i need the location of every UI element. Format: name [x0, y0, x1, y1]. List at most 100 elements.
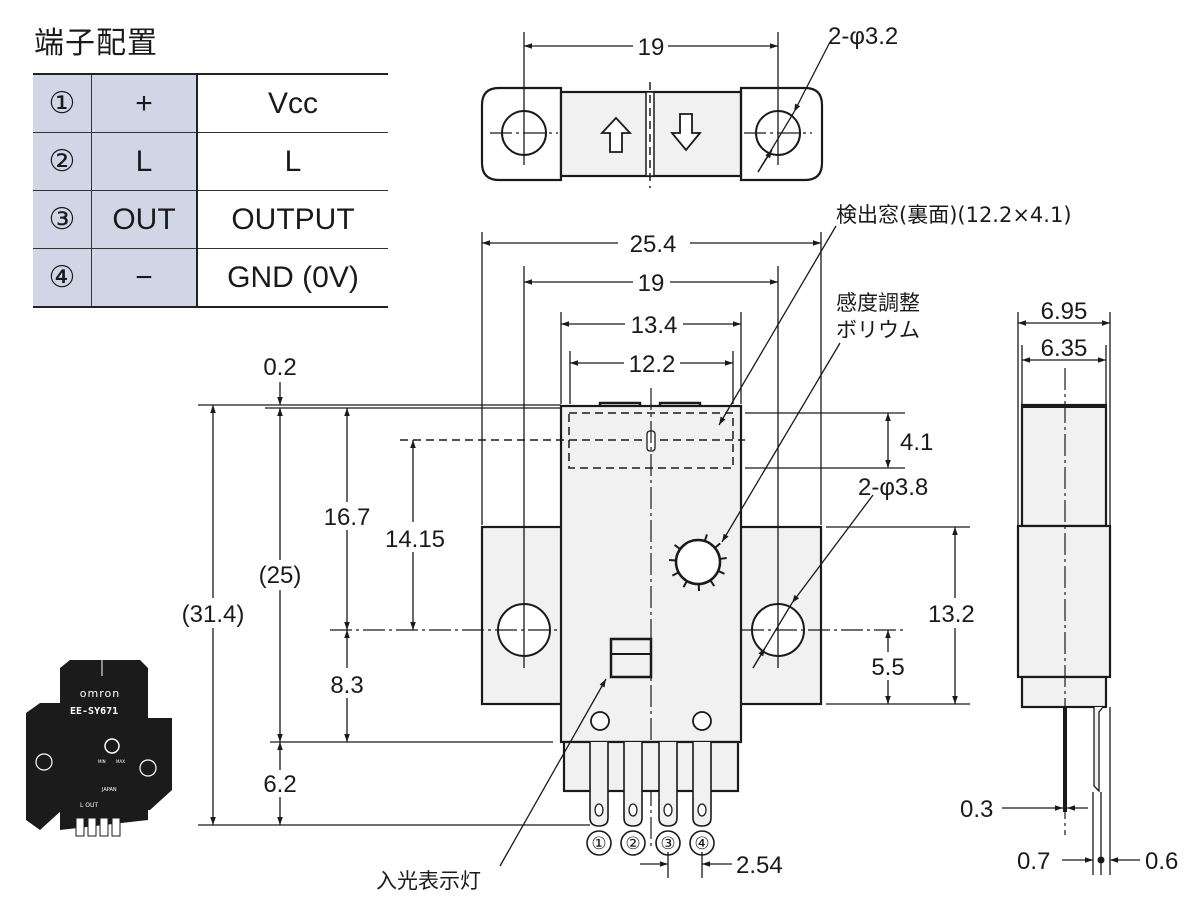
terminal-pin [658, 742, 678, 827]
side-lower-body [1020, 675, 1108, 709]
left-flange [480, 525, 564, 706]
pot-tooth [671, 571, 680, 577]
pin-number: ③ [33, 190, 92, 249]
leader-line [718, 225, 837, 426]
pin-label: ② [625, 834, 640, 854]
dim-side-inner: 6.35 [1041, 335, 1088, 362]
side-upper-body [1020, 403, 1108, 528]
dim-body-width: 13.4 [631, 312, 678, 339]
leader-line [793, 41, 831, 113]
leader-line [791, 494, 874, 604]
light-indicator [609, 637, 653, 679]
sensitivity-pot-icon [669, 534, 727, 592]
photo-model: EE-SY671 [70, 706, 118, 717]
pin-name: GND (0V) [197, 248, 388, 308]
top-view: 19 2-φ3.2 [480, 23, 898, 188]
pin-assignment-table: ① + Vcc ② L L ③ OUT OUTPUT ④ − GND (0V) [33, 73, 388, 308]
table-row: ③ OUT OUTPUT [33, 190, 388, 249]
photo-dial [104, 738, 120, 754]
dim-lower: 8.3 [330, 672, 363, 699]
top-ridge [598, 401, 702, 406]
leader-line [721, 342, 841, 543]
right-flange-top [739, 86, 824, 182]
dimension-dot [1097, 856, 1105, 864]
pot-tooth [673, 544, 681, 550]
callout-detection-window: 検出窓(裏面)(12.2×4.1) [836, 203, 1072, 227]
callout-pot-line1: 感度調整 [836, 291, 920, 315]
photo-dial-min: MIN [98, 759, 106, 764]
dim-upper: 16.7 [324, 504, 371, 531]
pin-symbol: OUT [91, 190, 198, 249]
small-hole [590, 711, 610, 731]
dim-window-height: 4.1 [900, 429, 933, 456]
dim-flange-height: 13.2 [928, 601, 975, 628]
photo-dial-max: MAX [116, 759, 125, 764]
pin-name: OUTPUT [197, 190, 388, 249]
pin-layout-title: 端子配置 [34, 26, 158, 61]
dim-total-height: (31.4) [182, 601, 245, 628]
side-flange [1016, 524, 1112, 679]
dim-body-height: (25) [259, 562, 302, 589]
dim-side-outer: 6.95 [1041, 298, 1088, 325]
dim-side-right: 0.6 [1145, 848, 1178, 875]
photo-left-flange [26, 703, 62, 830]
table-row: ② L L [33, 132, 388, 191]
dim-terminal: 6.2 [263, 771, 296, 798]
pin-symbol: + [91, 73, 198, 133]
photo-brand: omron [80, 687, 120, 700]
dim-window-width: 12.2 [629, 351, 676, 378]
pin-label: ③ [660, 834, 675, 854]
arrow-down-icon [670, 113, 702, 152]
pot-tooth [717, 570, 725, 575]
leader-line [752, 647, 766, 669]
dim-pin-thickness: 0.3 [960, 796, 993, 823]
pin-labels: ① ② ③ ④ [586, 830, 715, 856]
small-hole [692, 711, 712, 731]
side-view: 6.95 6.35 0.3 0.7 0.6 [960, 298, 1178, 875]
pot-tooth [719, 556, 727, 560]
pin-hole [594, 803, 604, 817]
pin-hole [663, 803, 673, 817]
pin-symbol: L [91, 132, 198, 191]
pin-label: ④ [694, 834, 709, 854]
pin-number: ② [33, 132, 92, 191]
left-flange-top [480, 86, 563, 182]
dim-hole-pitch: 19 [638, 270, 665, 297]
photo-origin: JAPAN [101, 787, 117, 793]
side-pin-bent [1093, 706, 1104, 793]
dim-top-pitch: 19 [638, 34, 665, 61]
photo-terminals: L OUT [80, 802, 98, 809]
terminal-pin [589, 742, 609, 827]
front-view: ① ② ③ ④ 25.4 19 13.4 12.2 0.2 [182, 203, 1072, 893]
dim-top-offset: 0.2 [263, 354, 296, 381]
dim-flange-hole: 5.5 [871, 654, 904, 681]
dim-side-left: 0.7 [1017, 848, 1050, 875]
pot-tooth [709, 579, 716, 587]
terminal-pin [692, 742, 712, 827]
photo-pins [75, 817, 121, 837]
leader-line [757, 149, 773, 173]
dim-optical-axis: 14.15 [385, 526, 445, 553]
pin-name: Vcc [197, 73, 388, 133]
pin-name: L [197, 132, 388, 191]
pot-tooth [703, 534, 708, 542]
pin-number: ① [33, 73, 92, 133]
pin-hole [697, 803, 707, 817]
table-row: ④ − GND (0V) [33, 248, 388, 308]
product-photo: omron EE-SY671 MIN MAX JAPAN L OUT [26, 660, 172, 837]
pot-tooth [714, 542, 721, 549]
leader-line [499, 678, 607, 867]
photo-screw [35, 753, 53, 771]
table-row: ① + Vcc [33, 73, 388, 133]
dim-mount-holes: 2-φ3.8 [858, 474, 928, 501]
terminal-pins [589, 742, 712, 827]
dim-top-holes: 2-φ3.2 [828, 23, 898, 50]
dim-pin-pitch: 2.54 [736, 852, 783, 879]
callout-light-indicator: 入光表示灯 [376, 869, 481, 893]
terminal-pin [623, 742, 643, 827]
photo-body [60, 660, 148, 830]
pin-label: ① [591, 834, 606, 854]
arrow-up-icon [599, 116, 633, 153]
pin-number: ④ [33, 248, 92, 308]
